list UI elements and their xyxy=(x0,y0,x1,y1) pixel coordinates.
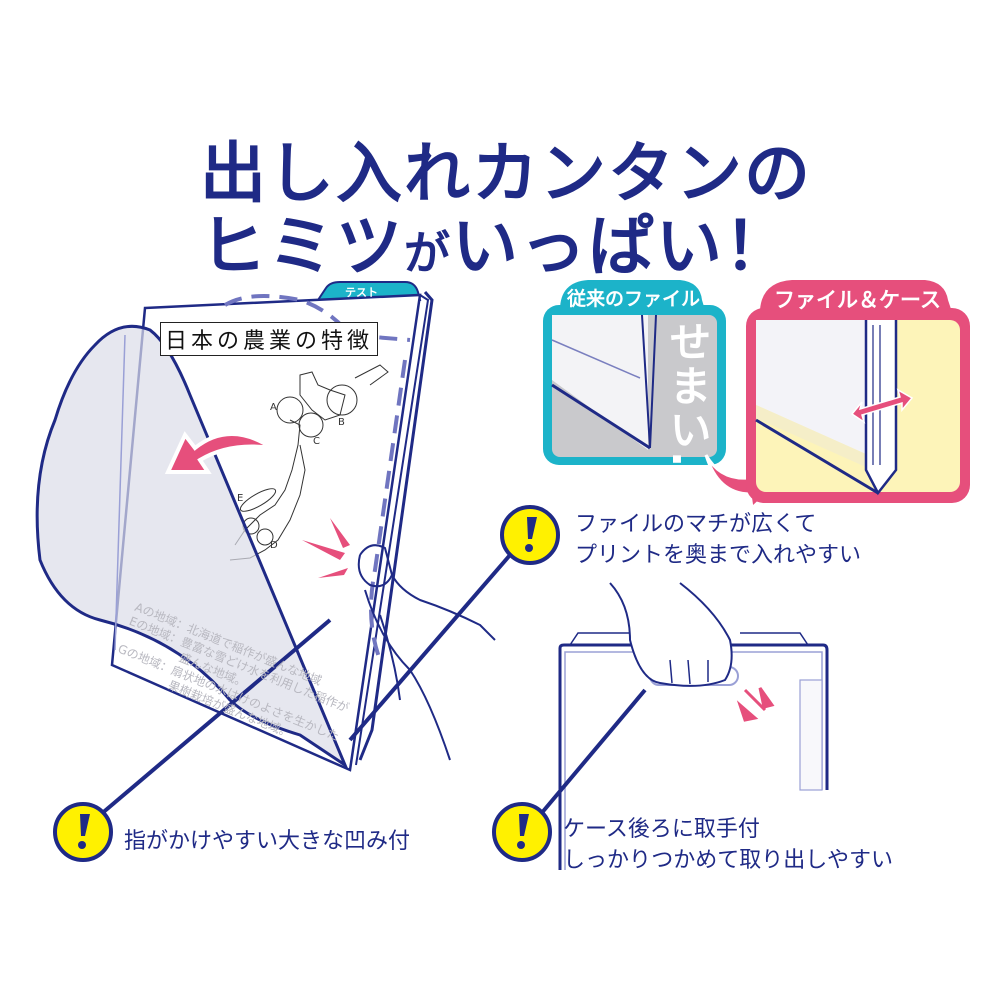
headline-line-2: ヒミツがいっぱい！ xyxy=(200,193,792,289)
width-arrow-icon xyxy=(850,388,914,424)
flip-arrow-icon xyxy=(164,431,274,474)
headline-ga: が xyxy=(404,226,452,280)
exclamation-icon xyxy=(500,505,560,565)
callout-finger-notch: 指がかけやすい大きな凹み付 xyxy=(124,829,411,854)
callout-handle: ケース後ろに取手付 しっかりつかめて取り出しやすい xyxy=(563,817,894,873)
old-file-note: せまい… xyxy=(663,320,712,496)
new-file-label: ファイル＆ケース xyxy=(774,288,941,312)
paper-tab-label: テスト xyxy=(345,286,378,299)
headline-ippai: いっぱい！ xyxy=(452,208,792,285)
exclamation-icon xyxy=(53,802,113,862)
callout-line-3 xyxy=(538,688,647,817)
case-illustration xyxy=(558,582,829,870)
callout-line-2 xyxy=(348,553,512,742)
exclamation-icon xyxy=(492,802,552,862)
old-file-label: 従来のファイル xyxy=(567,288,701,310)
new-file-panel xyxy=(746,280,970,503)
headline-himitsu: ヒミツ xyxy=(200,208,404,285)
callout-wide-gusset: ファイルのマチが広くて プリントを奥まで入れやすい xyxy=(575,512,862,568)
paper-title: 日本の農業の特徴 xyxy=(160,322,379,356)
file-illustration xyxy=(35,281,496,772)
old-file-panel xyxy=(543,280,726,465)
headline-line-1: 出し入れカンタンの xyxy=(200,135,812,212)
callout-line-1 xyxy=(98,618,332,817)
